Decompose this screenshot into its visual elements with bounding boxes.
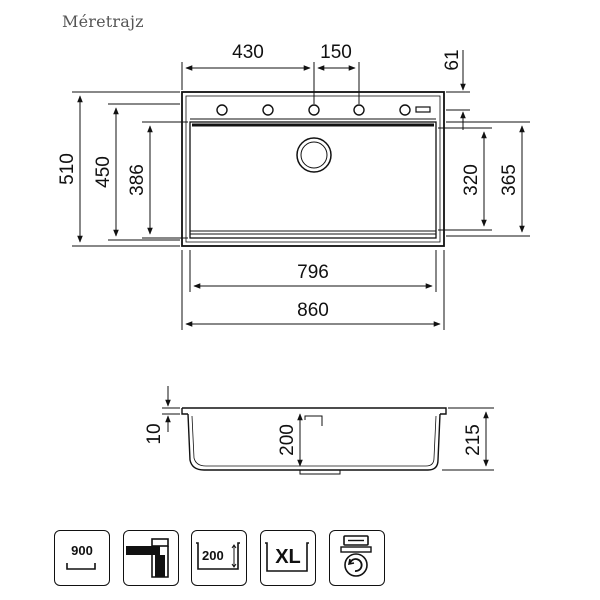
sink-bowl [189, 121, 437, 239]
sink-outer-rim [181, 91, 445, 247]
page-title: Méretrajz [62, 12, 144, 31]
bowl-profile-outer [187, 413, 441, 471]
xl-size-label: XL [275, 546, 301, 568]
dim-860: 860 [297, 300, 329, 321]
dim-450: 450 [93, 156, 114, 188]
inset-mount-icon [123, 530, 179, 586]
dim-320: 320 [461, 164, 482, 196]
dim-430: 430 [232, 42, 264, 63]
dim-10: 10 [144, 423, 165, 444]
tap-hole [353, 104, 365, 116]
bowl-depth-icon: 200 [191, 530, 247, 586]
side-view [181, 407, 447, 475]
tap-hole [308, 104, 320, 116]
dim-200: 200 [277, 424, 298, 456]
overflow-slot [415, 106, 431, 113]
tap-hole [262, 104, 274, 116]
drain-inner [300, 141, 328, 169]
dim-150: 150 [320, 42, 352, 63]
dim-61: 61 [442, 49, 463, 70]
dim-365: 365 [499, 164, 520, 196]
cabinet-size-label: 900 [71, 543, 93, 558]
bowl-profile-inner [191, 415, 437, 467]
tap-hole [216, 104, 228, 116]
top-view [181, 91, 445, 247]
dim-386: 386 [127, 164, 148, 196]
waste-basket-icon [329, 530, 385, 586]
bowl-depth-label: 200 [202, 548, 224, 563]
dim-215: 215 [463, 424, 484, 456]
cabinet-size-icon: 900 [54, 530, 110, 586]
dim-796: 796 [297, 262, 329, 283]
tap-hole [399, 104, 411, 116]
xl-size-icon: XL [260, 530, 316, 586]
drain-outer [296, 137, 332, 173]
dim-510: 510 [57, 153, 78, 185]
